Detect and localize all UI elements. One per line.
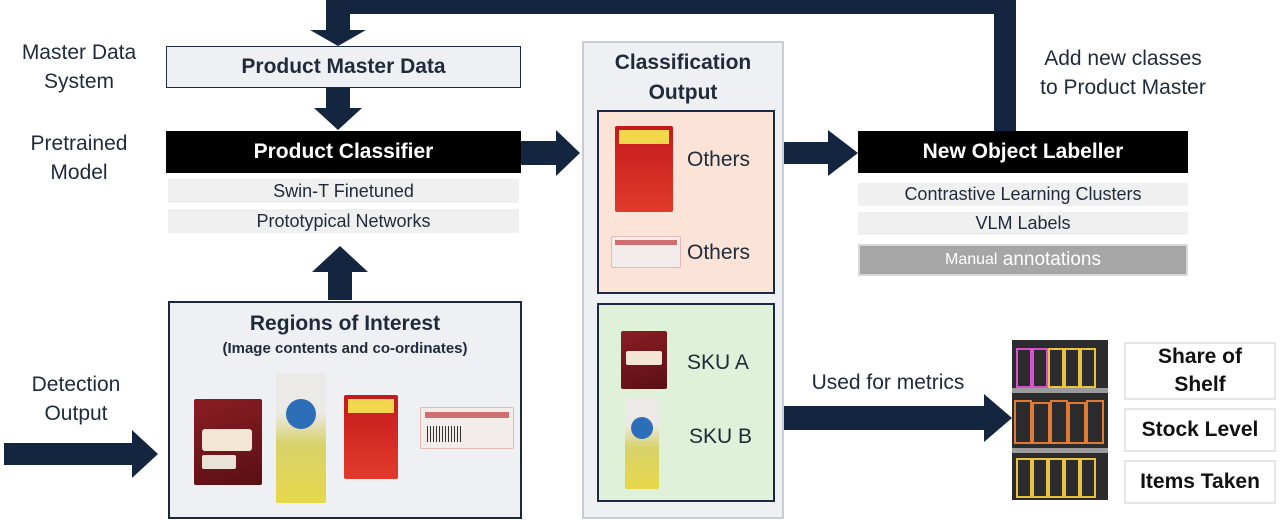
product-classifier-box: Product Classifier — [166, 131, 521, 173]
labeller-method-vlm-label: VLM Labels — [975, 213, 1071, 233]
sku-subpanel: SKU A SKU B — [597, 303, 775, 502]
detection-to-roi-arrow — [4, 430, 158, 478]
feedback-loop-arrow — [310, 0, 1016, 132]
manual-annotations-prefix: Manual — [944, 251, 998, 268]
sku-a-label: SKU A — [687, 351, 749, 374]
product-master-data-title: Product Master Data — [241, 55, 446, 78]
roi-to-classifier-arrow — [312, 246, 368, 300]
manual-annotations-suffix: annotations — [997, 249, 1101, 270]
sku-b-label: SKU B — [689, 425, 753, 448]
classifier-method-prototypical: Prototypical Networks — [168, 209, 519, 233]
metric-stock-level: Stock Level — [1124, 408, 1276, 452]
classification-output-title: Classification Output — [614, 51, 752, 104]
sku-a-thumb — [621, 331, 667, 389]
pretrained-model-label: Pretrained Model — [30, 132, 128, 184]
detection-output-label: Detection Output — [31, 373, 121, 425]
roi-crop-price-tag — [420, 407, 514, 449]
roi-title: Regions of Interest — [249, 312, 441, 335]
product-classifier-title: Product Classifier — [253, 140, 434, 163]
new-object-labeller-title: New Object Labeller — [922, 140, 1124, 163]
labeller-method-vlm: VLM Labels — [858, 212, 1188, 235]
labeller-method-contrastive-label: Contrastive Learning Clusters — [904, 184, 1142, 204]
used-for-metrics-label: Used for metrics — [811, 371, 965, 394]
sku-to-metrics-arrow — [775, 394, 1012, 442]
others-subpanel: Others Others — [597, 110, 775, 294]
classifier-method-swin: Swin-T Finetuned — [168, 179, 519, 203]
master-to-classifier-arrow — [314, 88, 362, 130]
new-object-labeller-box: New Object Labeller — [858, 131, 1188, 173]
others-to-labeller-arrow — [775, 130, 858, 176]
roi-subtitle: (Image contents and co-ordinates) — [222, 340, 468, 357]
others-thumb-sunplay — [615, 126, 673, 212]
labeller-method-contrastive: Contrastive Learning Clusters — [858, 183, 1188, 206]
roi-crop-milk-bottle — [276, 373, 326, 503]
master-data-system-label: Master Data System — [21, 41, 137, 93]
classifier-method-swin-label: Swin-T Finetuned — [273, 180, 414, 201]
classifier-to-output-arrow — [520, 130, 580, 176]
shelf-detection-image — [1012, 340, 1108, 500]
classifier-method-prototypical-label: Prototypical Networks — [256, 210, 431, 231]
others-thumb-price-tag — [611, 236, 681, 268]
product-master-data-box: Product Master Data — [166, 46, 521, 88]
add-new-classes-label: Add new classes to Product Master — [1040, 47, 1206, 99]
roi-crop-sunplay-box — [344, 395, 398, 479]
metric-items-taken: Items Taken — [1124, 460, 1276, 504]
others-label-2: Others — [687, 241, 751, 264]
roi-crop-meco-pouch — [194, 399, 262, 485]
manual-annotations-box: Manual annotations — [858, 244, 1188, 276]
regions-of-interest-panel: Regions of Interest (Image contents and … — [168, 301, 522, 519]
others-label-1: Others — [687, 148, 751, 171]
sku-b-thumb — [625, 397, 659, 489]
metric-share-of-shelf: Share of Shelf — [1124, 342, 1276, 400]
